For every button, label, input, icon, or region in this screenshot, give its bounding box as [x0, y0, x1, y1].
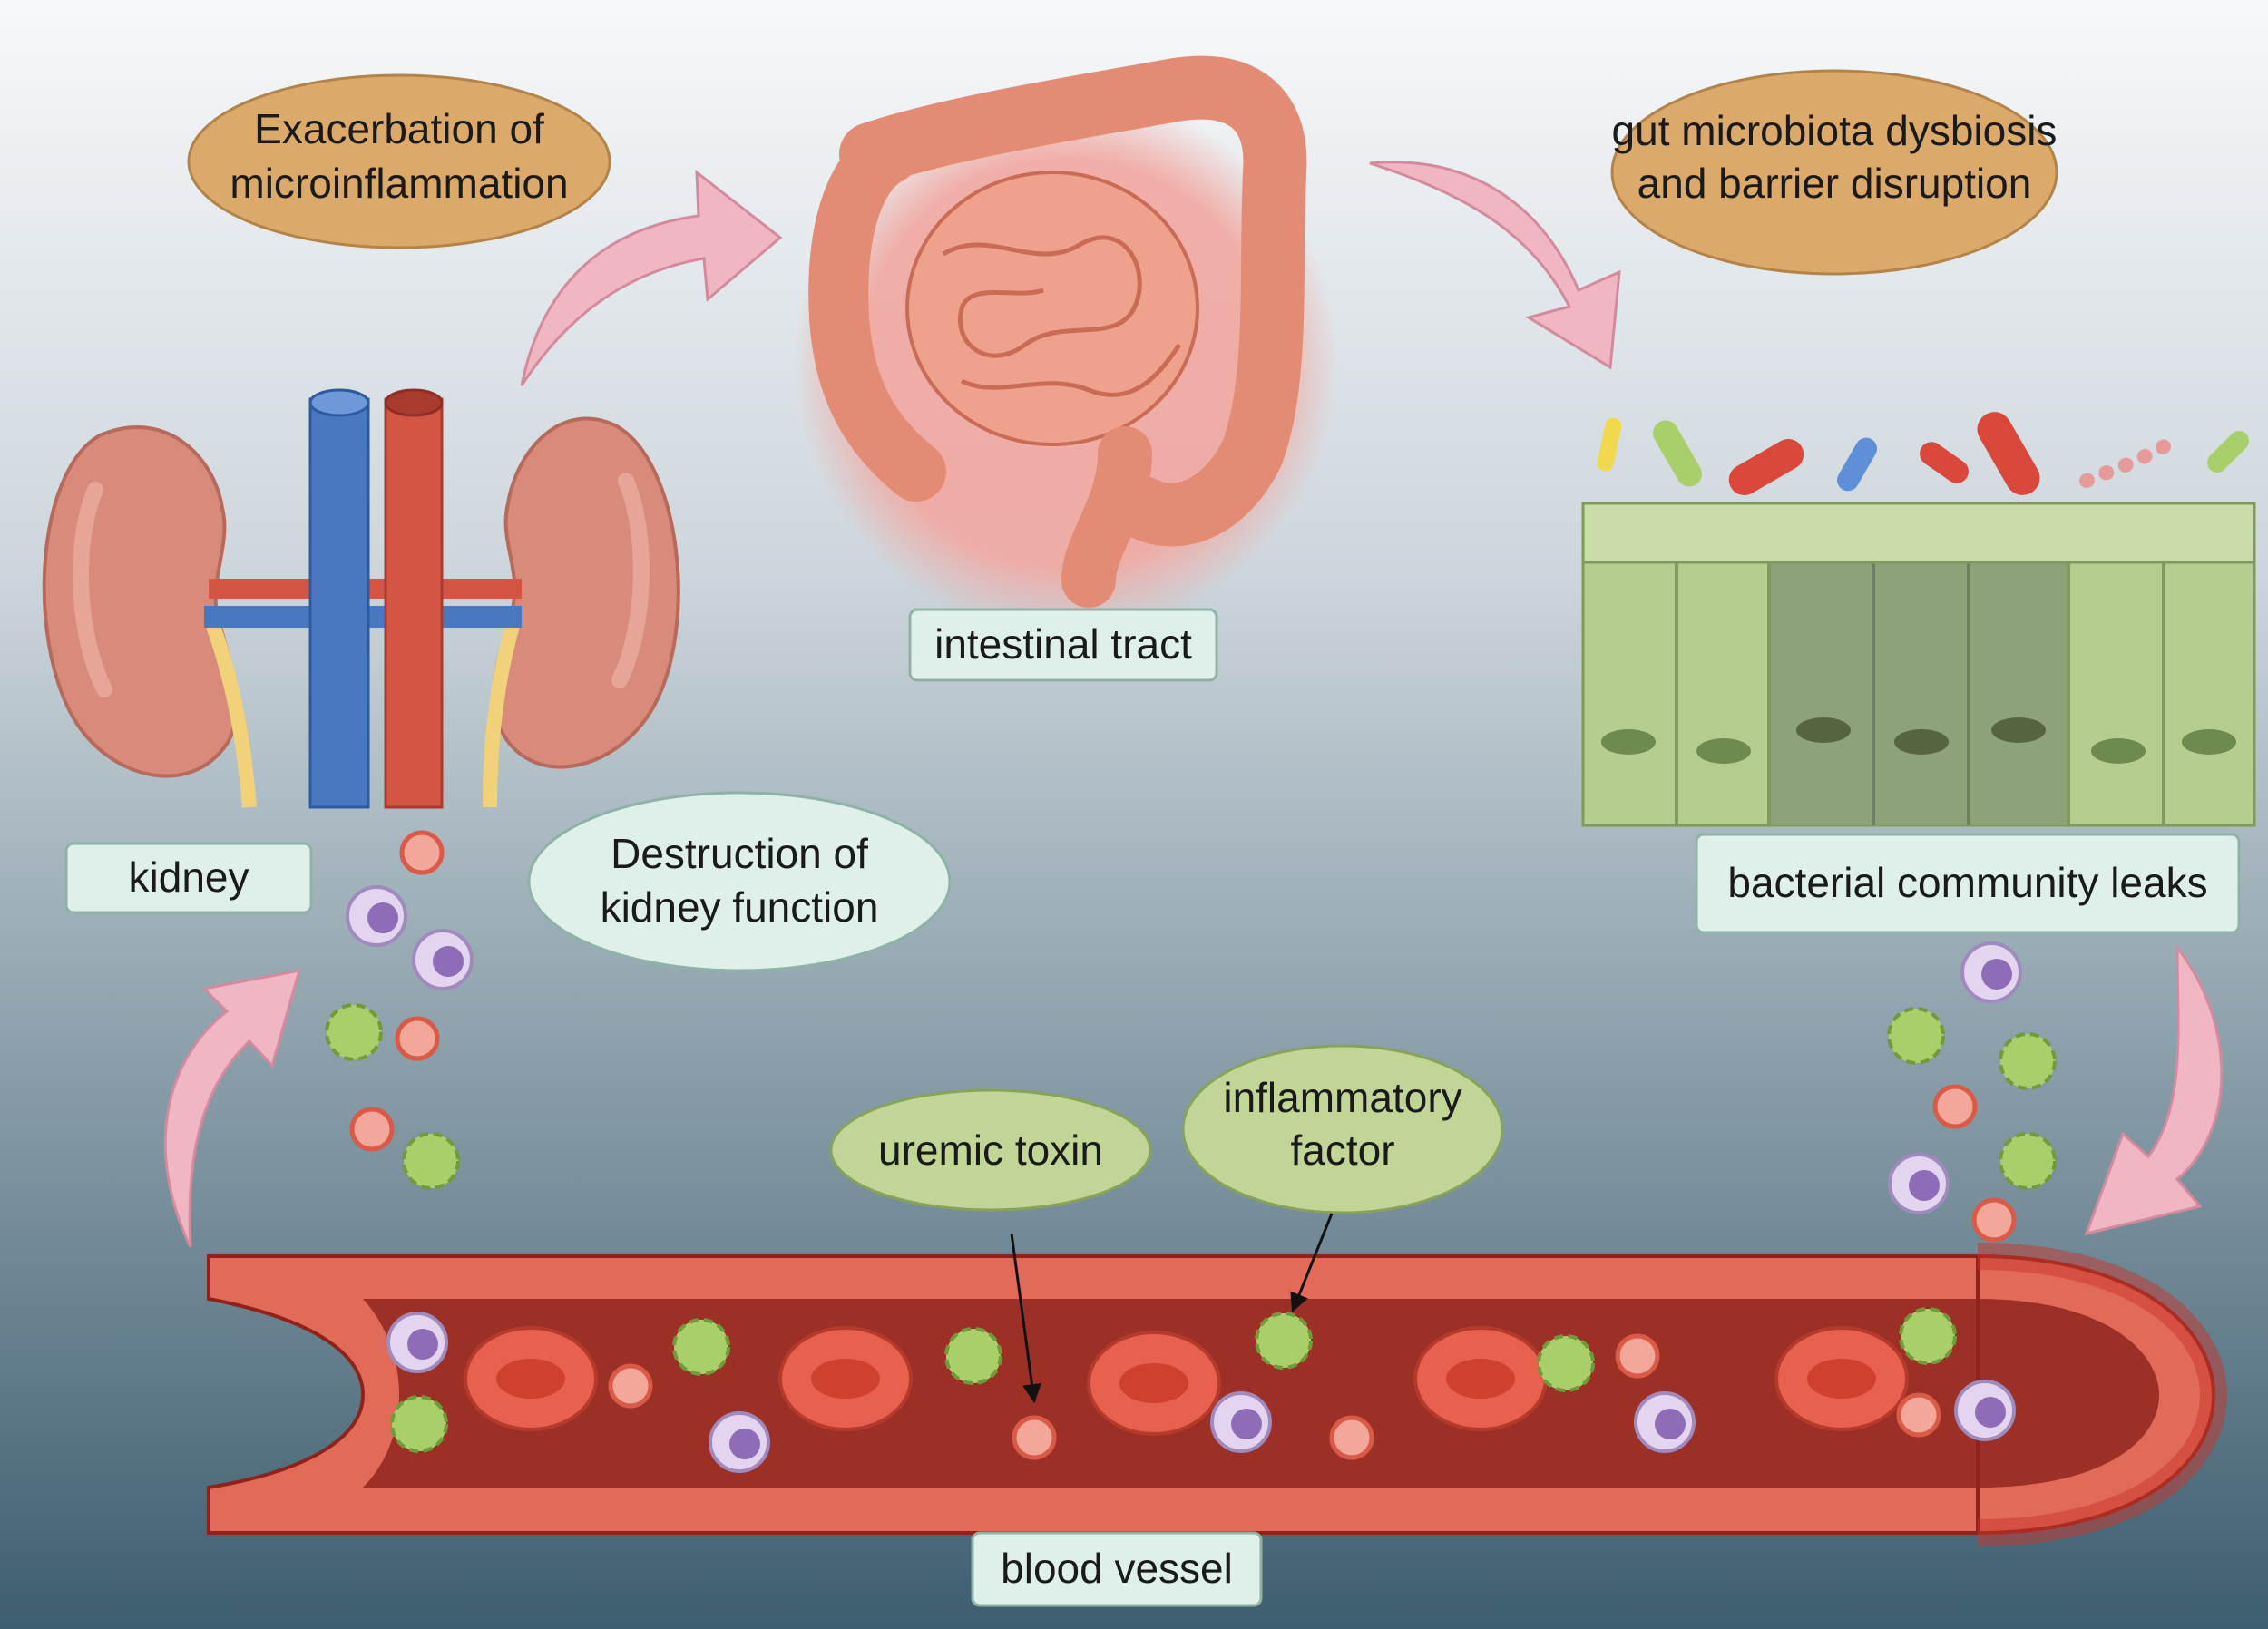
svg-text:blood vessel: blood vessel: [1001, 1545, 1233, 1592]
svg-text:inflammatory: inflammatory: [1223, 1074, 1461, 1121]
bacteria-icon: [1597, 412, 2250, 495]
destruction-label: Destruction of kidney function: [527, 791, 952, 972]
arrow-kidney-to-intestine: [520, 169, 783, 386]
gut-microbiota-label: gut microbiota dysbiosis and barrier dis…: [1610, 69, 2058, 276]
uremic-toxin-label: uremic toxin: [829, 1088, 1152, 1212]
red-blood-cell-icon: [464, 1326, 1909, 1436]
svg-text:intestinal tract: intestinal tract: [934, 620, 1192, 668]
inflammatory-factor-icon: [325, 1003, 2057, 1453]
bacterial-leaks-label: bacterial community leaks: [1695, 833, 2241, 934]
exacerbation-label: Exacerbation of microinflammation: [187, 73, 611, 249]
uremic-toxin-pointer: [1010, 1233, 1041, 1404]
svg-text:kidney function: kidney function: [601, 883, 879, 931]
arrow-intestine-to-epithelium: [1369, 161, 1621, 370]
svg-text:Destruction of: Destruction of: [611, 830, 868, 877]
svg-text:Exacerbation of: Exacerbation of: [254, 105, 544, 152]
svg-text:and barrier disruption: and barrier disruption: [1637, 160, 2032, 207]
blood-vessel-label: blood vessel: [971, 1531, 1263, 1607]
svg-text:kidney: kidney: [129, 854, 249, 901]
svg-text:microinflammation: microinflammation: [230, 160, 568, 207]
kidney-label: kidney: [64, 842, 313, 914]
arrow-epithelium-to-vessel: [2084, 943, 2224, 1236]
svg-text:gut microbiota dysbiosis: gut microbiota dysbiosis: [1612, 107, 2058, 154]
intestine-icon: [794, 55, 1338, 635]
epithelium-icon: [1581, 502, 2256, 827]
svg-text:bacterial community leaks: bacterial community leaks: [1727, 859, 2207, 906]
uremic-toxin-particle-icon: [349, 830, 2017, 1460]
svg-text:factor: factor: [1290, 1127, 1394, 1174]
inflammatory-factor-pointer: [1290, 1213, 1334, 1312]
inflammatory-factor-label: inflammatory factor: [1181, 1044, 1504, 1214]
intestinal-tract-label: intestinal tract: [908, 608, 1218, 682]
svg-text:uremic toxin: uremic toxin: [878, 1127, 1103, 1174]
kidney-icon: [42, 388, 680, 809]
leukocyte-icon: [346, 885, 2022, 1473]
arrow-vessel-to-kidney: [163, 969, 302, 1248]
cycle-arrows: [163, 161, 2224, 1248]
